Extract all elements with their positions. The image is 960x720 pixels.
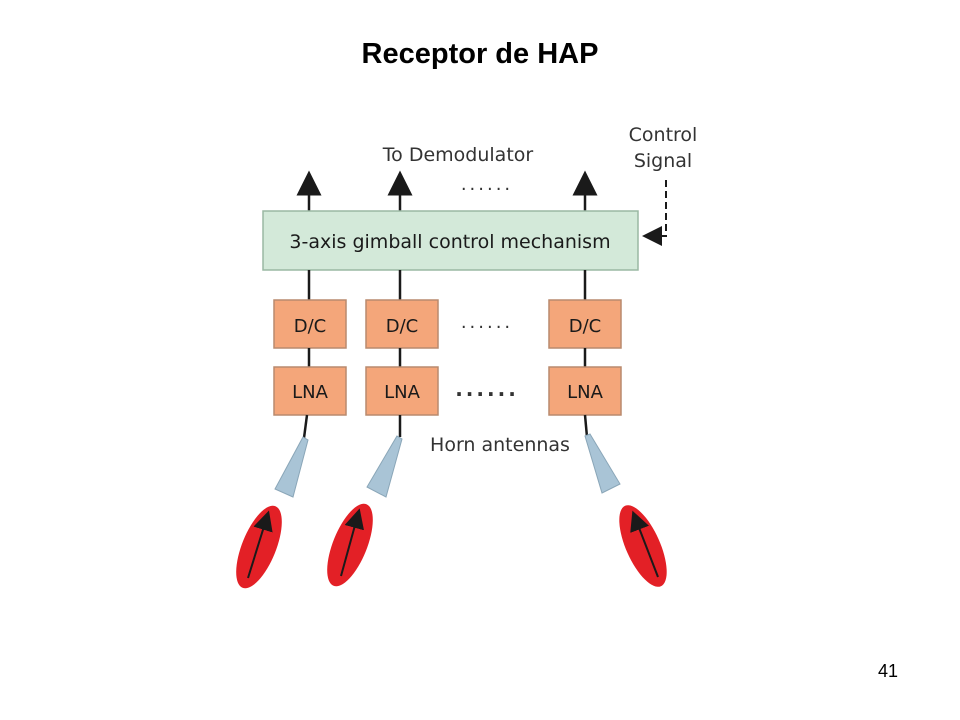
dc-label-2: D/C [386,316,419,337]
horn-antennas-label: Horn antennas [430,434,570,456]
horn-antenna-3 [584,433,621,494]
dc-box-2 [365,299,439,349]
lna-label-1: LNA [292,382,328,403]
dc-label-1: D/C [294,316,327,337]
horn-antenna-1 [274,436,309,498]
control-signal-label-line2: Signal [634,150,692,172]
connector-1c [302,414,309,439]
lna-box-1 [273,366,347,416]
lna-box-2 [365,366,439,416]
page-number: 41 [877,661,898,681]
control-signal-dashed-arrow [642,180,667,246]
lna-box-3 [548,366,622,416]
lna-label-2: LNA [384,382,420,403]
horn-antenna-2 [366,435,403,498]
ellipsis-top: ...... [461,174,513,195]
dc-label-3: D/C [569,316,602,337]
ellipsis-dc: ...... [461,312,513,333]
lna-label-3: LNA [567,382,603,403]
slide-title: Receptor de HAP [361,38,599,70]
beam-2 [327,503,373,587]
connector-3c [583,414,589,438]
beam-1 [236,505,282,589]
gimbal-control-box [262,210,639,271]
ellipsis-lna: ...... [455,377,519,401]
gimbal-label: 3-axis gimball control mechanism [289,231,610,253]
to-demodulator-label: To Demodulator [382,144,534,166]
beam-3 [619,505,667,587]
control-signal-label-line1: Control [629,124,698,146]
